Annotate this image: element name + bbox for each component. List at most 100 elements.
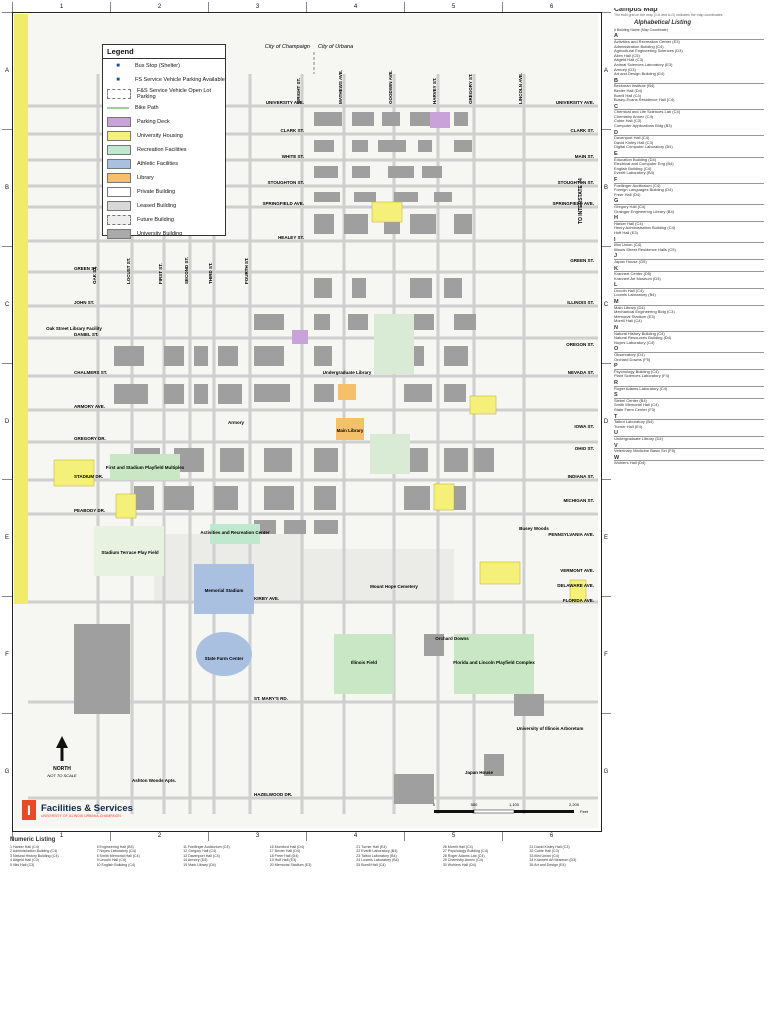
numeric-entry[interactable]: 14 Armory (D3) [183,858,208,862]
building-entry[interactable]: Noyes Laboratory (C4) [614,340,655,345]
numeric-entry[interactable]: 12 Gregory Hall (C4) [183,849,217,853]
state-farm-center [196,632,252,676]
numeric-entry[interactable]: 4 Altgeld Hall (C3) [10,858,39,862]
numeric-entry[interactable]: 34 Krannert Art Museum (D3) [529,858,577,862]
building-entry[interactable]: Foellinger Auditorium (C4) [614,183,661,188]
building-entry[interactable]: Digital Computer Laboratory (B4) [614,145,673,150]
building-entry[interactable]: Memorial Stadium (E3) [614,314,655,319]
numeric-entry[interactable]: 25 Burrill Hall (C4) [356,862,386,867]
legend-label: Private Building [137,189,176,195]
building-entry[interactable]: Harker Hall (C4) [614,221,643,226]
numeric-entry[interactable]: 17 Bevier Hall (D4) [269,849,301,853]
building-entry[interactable]: Chemistry Annex (C4) [614,114,654,119]
building-entry[interactable]: Observatory (D4) [614,353,645,357]
building-entry[interactable]: Burrill Hall (C4) [614,93,642,98]
numeric-entry[interactable]: 29 Chemistry Annex (C4) [442,858,483,862]
building-entry[interactable]: Siebel Center (B4) [614,398,647,403]
building-entry[interactable]: Veterinary Medicine Basic Sci (F5) [614,449,676,454]
building-entry[interactable]: Foreign Languages Building (D4) [614,188,673,193]
building-entry[interactable]: Gregory Hall (C4) [614,204,646,209]
building-entry[interactable]: Electrical and Computer Eng (B4) [614,162,674,167]
numeric-entry[interactable]: 7 Noyes Laboratory (C4) [96,849,136,853]
building-entry[interactable]: Huff Hall (E3) [614,230,638,235]
building-entry[interactable]: David Kinley Hall (C3) [614,140,654,145]
building-entry[interactable]: Mechanical Engineering Bldg (C3) [614,310,675,315]
building-entry[interactable]: Undergraduate Library (D4) [614,436,663,441]
building-entry[interactable]: Art and Design Building (E4) [614,72,665,77]
building-entry[interactable]: State Farm Center (F3) [614,407,656,412]
numeric-entry[interactable]: 6 Engineering Hall (B3) [96,844,134,849]
building-entry[interactable]: Animal Sciences Laboratory (E3) [614,62,673,67]
building-entry[interactable]: Main Library (D4) [614,305,645,310]
building-entry[interactable]: Computer Applications Bldg (B3) [614,124,672,129]
building-entry[interactable]: Natural Resources Building (D4) [614,336,672,341]
street-label: WRIGHT ST. [296,78,301,104]
building-entry[interactable]: Education Building (D4) [614,157,657,162]
numeric-entry[interactable]: 5 Illini Hall (C3) [10,862,35,867]
building-entry[interactable]: Administration Building (C4) [614,44,664,49]
numeric-entry[interactable]: 31 David Kinley Hall (C3) [529,844,570,849]
building-entry[interactable]: Henry Administration Building (C4) [614,226,676,231]
scale-bar: 0 550 1,100 2,200 Feet [433,802,589,814]
building-entry[interactable]: Activities and Recreation Center (E3) [614,39,680,44]
numeric-entry[interactable]: 9 Lincoln Hall (C4) [96,858,127,862]
building-entry[interactable]: Orchard Downs (F5) [614,357,651,362]
numeric-entry[interactable]: 10 English Building (C4) [96,862,136,867]
numeric-entry[interactable]: 2 Administration Building (C4) [10,849,58,853]
numeric-entry[interactable]: 20 Memorial Stadium (E3) [269,862,312,867]
building-entry[interactable]: Roger Adams Laboratory (C4) [614,386,668,391]
numeric-entry[interactable]: 33 Illini Union (C4) [529,853,559,858]
building-entry[interactable]: Armory (D3) [614,67,636,72]
building-entry[interactable]: Psychology Building (C4) [614,369,659,374]
building-entry[interactable]: Illini Union (C4) [614,243,642,248]
building-entry[interactable]: Talbot Laboratory (B4) [614,420,654,425]
numeric-entry[interactable]: 32 Coble Hall (C3) [529,849,559,853]
numeric-entry[interactable]: 18 Freer Hall (D4) [269,853,299,858]
numeric-entry[interactable]: 11 Foellinger Auditorium (C4) [183,844,230,849]
building-entry[interactable]: Coble Hall (C3) [614,119,642,124]
building-entry[interactable]: Bevier Hall (D4) [614,88,643,93]
university-building [214,486,238,510]
numeric-entry[interactable]: 19 Huff Hall (E3) [269,858,297,862]
building-entry[interactable]: Illinois Street Residence Halls (C5) [614,247,676,252]
building-entry[interactable]: Busey-Evans Residence Hall (C4) [614,98,675,103]
building-entry[interactable]: Krannert Art Museum (D3) [614,276,661,281]
building-entry[interactable]: Everitt Laboratory (B4) [614,171,655,176]
legend-item: University Housing [103,129,225,143]
numeric-entry[interactable]: 22 Everitt Laboratory (B4) [356,849,398,853]
panel-hint: # Building Name (Map Coordinate) [614,27,668,32]
building-entry[interactable]: Natural History Building (C4) [614,331,665,336]
building-entry[interactable]: Chemical and Life Sciences Lab (C4) [614,110,681,115]
building-entry[interactable]: Freer Hall (D4) [614,192,641,197]
building-entry[interactable]: Turner Hall (E4) [614,424,643,429]
numeric-entry[interactable]: 35 Art and Design (E4) [529,862,566,867]
building-entry[interactable]: Morrill Hall (C4) [614,319,642,324]
building-entry[interactable]: Smith Memorial Hall (C4) [614,403,659,408]
numeric-entry[interactable]: 3 Natural History Building (C4) [10,853,59,858]
numeric-entry[interactable]: 26 Morrill Hall (C4) [442,844,473,849]
building-entry[interactable]: Altgeld Hall (C3) [614,58,644,63]
numeric-entry[interactable]: 13 Davenport Hall (C4) [183,853,220,858]
building-entry[interactable]: Japan House (G5) [614,259,647,264]
building-entry[interactable]: English Building (C4) [614,166,652,171]
building-entry[interactable]: Loomis Laboratory (B4) [614,293,656,298]
building-entry[interactable]: Davenport Hall (C4) [614,136,650,141]
building-entry[interactable]: Agricultural Engineering Sciences (D3) [614,49,683,54]
numeric-entry[interactable]: 23 Talbot Laboratory (B4) [356,853,397,858]
numeric-entry[interactable]: 28 Roger Adams Lab (C4) [442,853,485,858]
building-entry[interactable]: Wohlers Hall (D4) [614,461,646,466]
building-entry[interactable]: Beckman Institute (B4) [614,84,655,89]
building-entry[interactable]: Plant Sciences Laboratory (F4) [614,374,670,379]
building-entry[interactable]: Grainger Engineering Library (B4) [614,209,675,214]
numeric-entry[interactable]: 21 Turner Hall (E4) [356,844,387,849]
building-entry[interactable]: Lincoln Hall (C4) [614,288,644,293]
numeric-entry[interactable]: 30 Wohlers Hall (D4) [442,862,477,867]
numeric-entry[interactable]: 27 Psychology Building (C4) [442,849,488,853]
building-entry[interactable]: Krannert Center (D5) [614,272,652,277]
building-entry[interactable]: Allen Hall (C5) [614,53,640,58]
numeric-entry[interactable]: 8 Smith Memorial Hall (C4) [96,853,140,858]
numeric-entry[interactable]: 1 Harker Hall (C4) [10,844,39,849]
numeric-entry[interactable]: 24 Loomis Laboratory (B4) [356,858,399,862]
numeric-entry[interactable]: 15 Main Library (D4) [183,862,216,867]
numeric-entry[interactable]: 16 Mumford Hall (D4) [269,844,305,849]
